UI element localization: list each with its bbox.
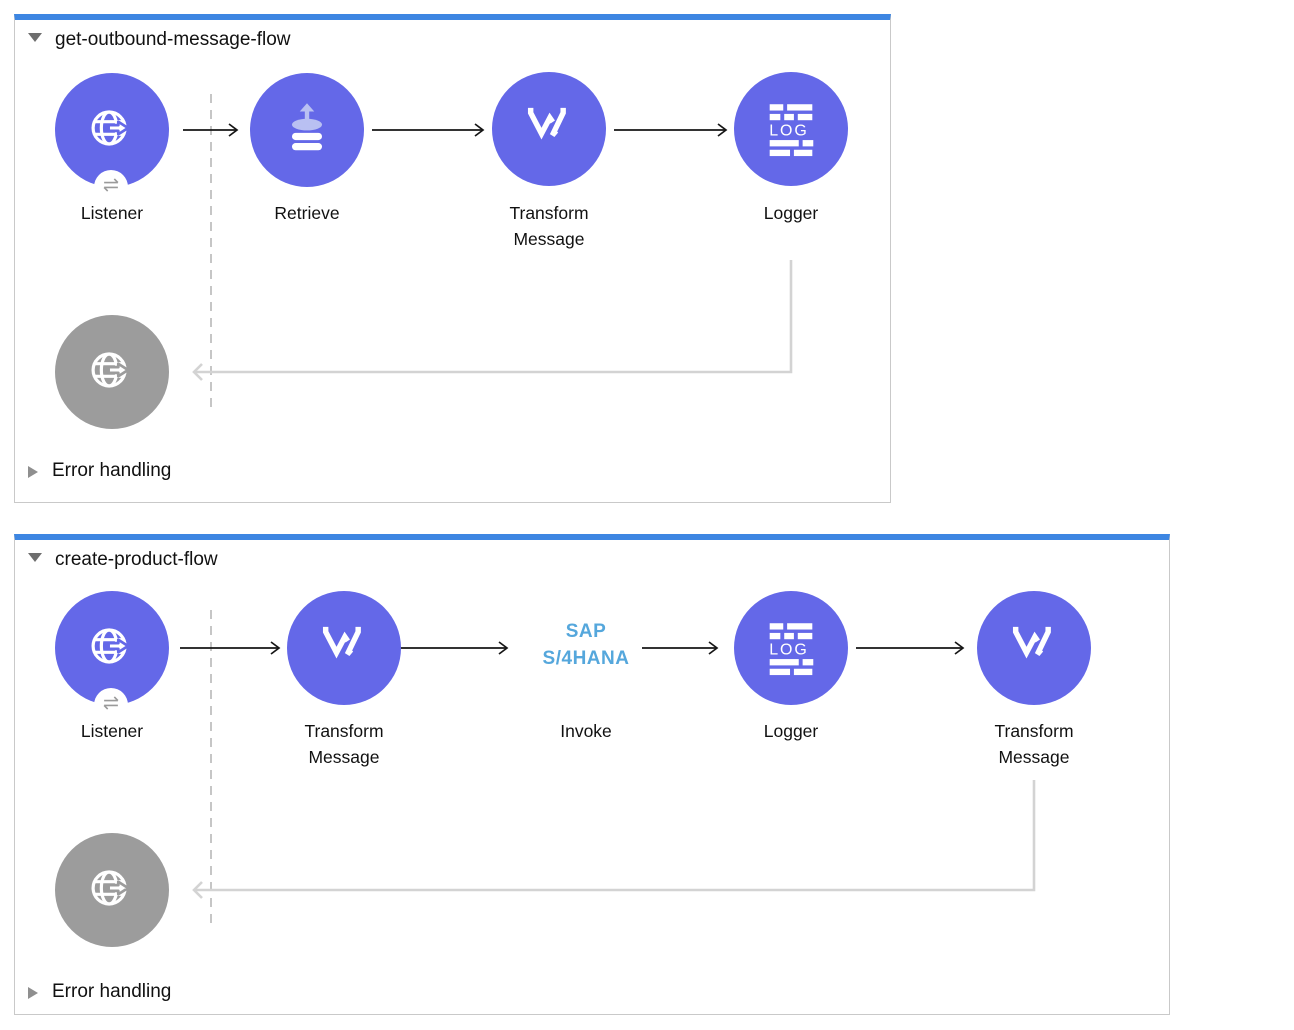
exchange-arrows-badge[interactable] [94, 170, 128, 204]
flow-node-listener[interactable] [55, 73, 169, 187]
flow-node-transform-message[interactable] [492, 72, 606, 186]
response-return-line [192, 780, 1036, 899]
node-label: Invoke [560, 721, 612, 741]
source-separator-line [210, 94, 212, 410]
http-listener-response-icon [81, 339, 143, 406]
flow-node-transform-message[interactable] [287, 591, 401, 705]
node-label: Listener [80, 203, 144, 223]
error-handling-toggle-icon[interactable] [28, 987, 38, 999]
flow-container[interactable]: get-outbound-message-flow Listener Retri… [14, 14, 891, 503]
connector-arrow [400, 641, 509, 655]
flow-node-listener-response[interactable] [55, 315, 169, 429]
response-return-line [192, 260, 793, 381]
flow-node-listener[interactable] [55, 591, 169, 705]
node-label: Transform Message [304, 721, 384, 767]
error-handling-toggle-icon[interactable] [28, 466, 38, 478]
flow-node-logger[interactable] [734, 591, 848, 705]
exchange-arrows-badge[interactable] [94, 688, 128, 722]
connector-arrow [856, 641, 965, 655]
node-label: Logger [763, 203, 819, 223]
connector-arrow [614, 123, 728, 137]
flow-node-listener-response[interactable] [55, 833, 169, 947]
dataweave-transform-icon [1004, 616, 1064, 681]
sap-s4hana-logo: SAP S/4HANA [542, 621, 630, 669]
connector-arrow [183, 123, 239, 137]
connector-arrow [180, 641, 281, 655]
flow-node-logger[interactable] [734, 72, 848, 186]
exchange-arrows-icon [100, 174, 122, 201]
logger-icon [760, 615, 822, 682]
error-handling-label: Error handling [52, 981, 172, 1002]
node-label: Transform Message [994, 721, 1074, 767]
exchange-arrows-icon [100, 692, 122, 719]
http-listener-icon [81, 97, 143, 164]
flow-node-retrieve[interactable] [250, 73, 364, 187]
node-label: Logger [763, 721, 819, 741]
flow-title: create-product-flow [55, 549, 218, 570]
source-separator-line [210, 610, 212, 930]
flow-node-transform-message[interactable] [977, 591, 1091, 705]
connector-arrow [642, 641, 719, 655]
logger-icon [760, 96, 822, 163]
flow-title: get-outbound-message-flow [55, 29, 291, 50]
retrieve-database-icon [276, 97, 338, 164]
http-listener-response-icon [81, 857, 143, 924]
collapse-toggle-icon[interactable] [28, 553, 42, 562]
node-label: Transform Message [509, 203, 589, 249]
flow-container[interactable]: create-product-flow Listener Transform M… [14, 534, 1170, 1015]
connector-arrow [372, 123, 485, 137]
node-label: Retrieve [274, 203, 340, 223]
error-handling-label: Error handling [52, 460, 172, 481]
dataweave-transform-icon [519, 97, 579, 162]
node-label: Listener [80, 721, 144, 741]
http-listener-icon [81, 615, 143, 682]
collapse-toggle-icon[interactable] [28, 33, 42, 42]
flow-node-sap-invoke[interactable]: SAP S/4HANA [506, 618, 666, 672]
dataweave-transform-icon [314, 616, 374, 681]
